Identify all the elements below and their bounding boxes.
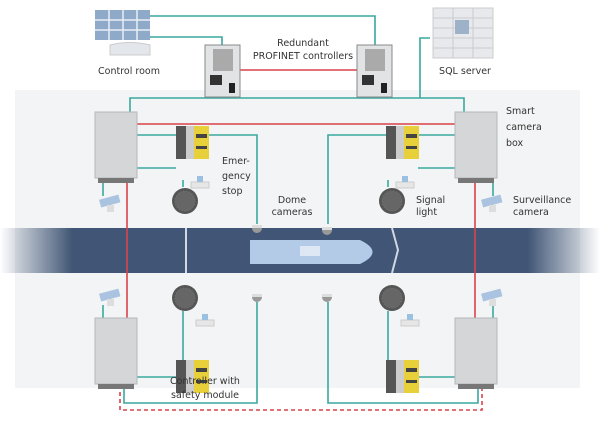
safety-controller: [176, 126, 209, 159]
safety-controller: [386, 360, 419, 393]
control-room-icon: [95, 10, 151, 56]
estop-label-1: Emer-: [222, 156, 250, 167]
smart-camera-box: [94, 317, 138, 390]
dome-label-1: Dome: [278, 195, 306, 206]
smart-box-label-2: camera: [506, 122, 542, 133]
signal-light-icon: [171, 284, 199, 312]
profinet-controller-right: [356, 44, 393, 98]
smart-camera-box: [454, 111, 498, 184]
signal-light-icon: [171, 187, 199, 215]
signal-light-icon: [378, 284, 406, 312]
safety-label-2: safety module: [171, 390, 239, 401]
safety-cables: [119, 69, 483, 411]
surveillance-label-1: Surveillance: [513, 195, 571, 206]
profinet-controller-left: [204, 44, 241, 98]
signal-label-1: Signal: [416, 195, 445, 206]
sql-server-icon: [432, 7, 494, 59]
surveillance-label-2: camera: [513, 207, 549, 218]
sql-server-label: SQL server: [439, 66, 491, 77]
ship-deck: [300, 246, 320, 256]
estop-label-2: gency: [222, 171, 251, 182]
smart-box-label-1: Smart: [506, 106, 535, 117]
dome-label-2: cameras: [272, 207, 313, 218]
safety-label-1: Controller with: [170, 376, 240, 387]
smart-camera-box: [94, 111, 138, 184]
smart-camera-box: [454, 317, 498, 390]
controllers-label-line1: Redundant: [277, 38, 329, 49]
estop-label-3: stop: [222, 186, 243, 197]
signal-light-icon: [378, 187, 406, 215]
control-room-label: Control room: [98, 66, 160, 77]
safety-controller: [386, 126, 419, 159]
controllers-label-line2: PROFINET controllers: [253, 51, 353, 62]
smart-box-label-3: box: [506, 138, 524, 149]
signal-label-2: light: [416, 207, 437, 218]
